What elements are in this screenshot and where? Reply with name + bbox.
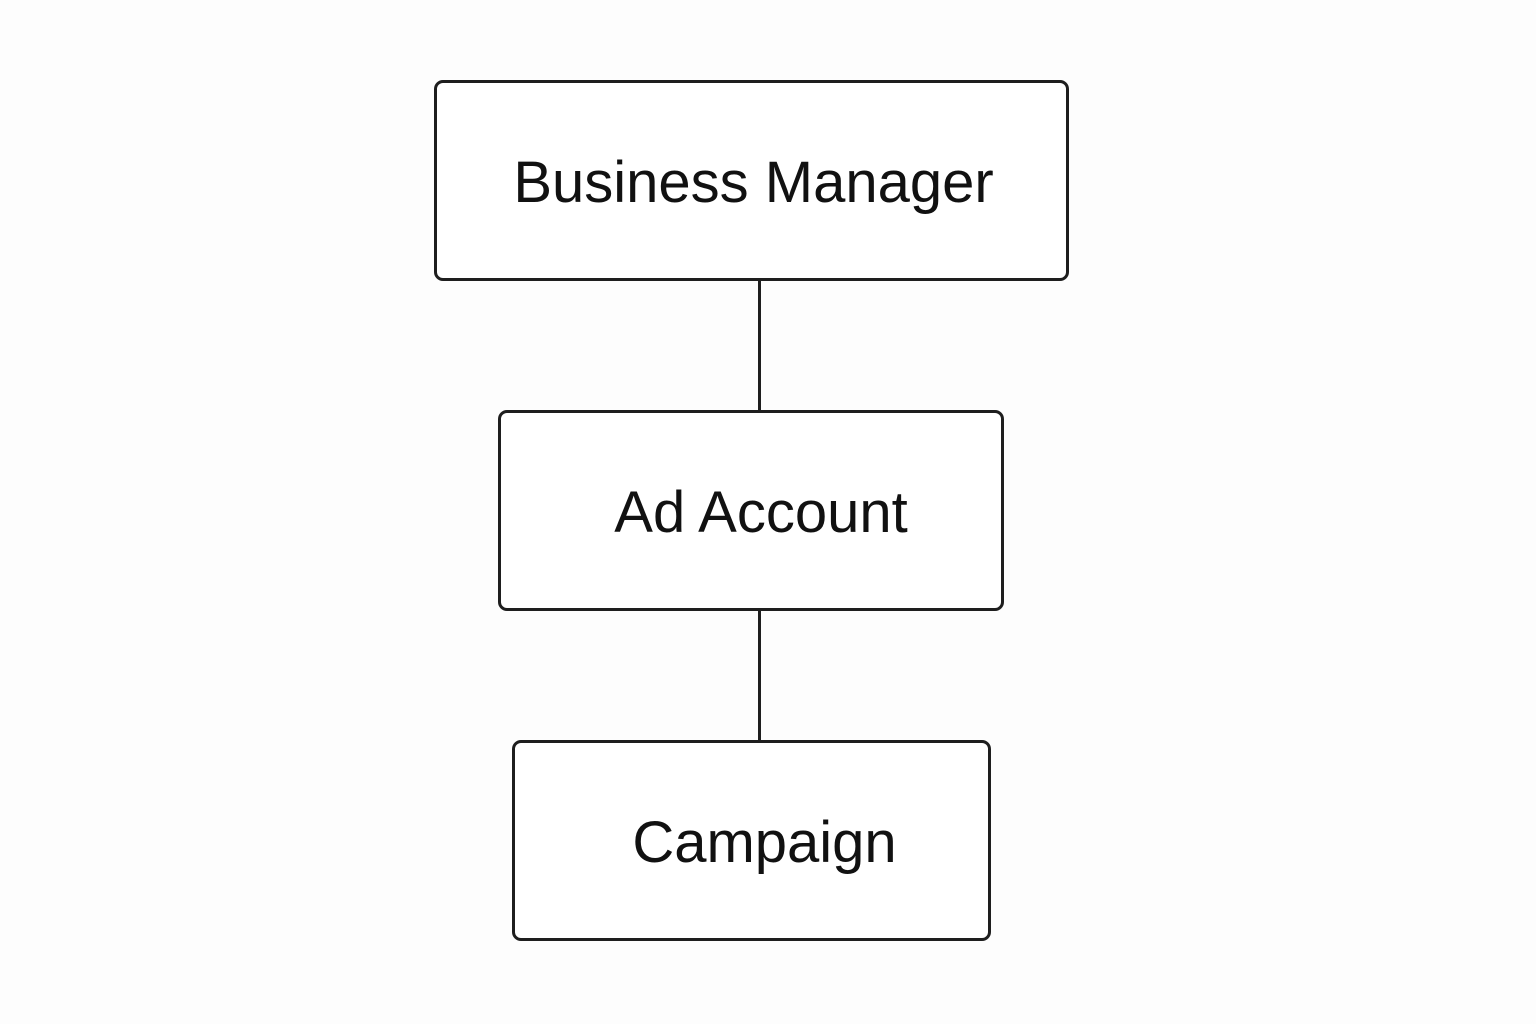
ad-account-node: Ad Account	[498, 410, 1004, 611]
campaign-label: Campaign	[632, 809, 897, 875]
connector-ad-account-to-campaign	[758, 611, 761, 740]
ad-account-label: Ad Account	[614, 479, 908, 545]
business-manager-label: Business Manager	[513, 149, 994, 215]
business-manager-node: Business Manager	[434, 80, 1069, 281]
campaign-node: Campaign	[512, 740, 991, 941]
connector-business-manager-to-ad-account	[758, 281, 761, 410]
